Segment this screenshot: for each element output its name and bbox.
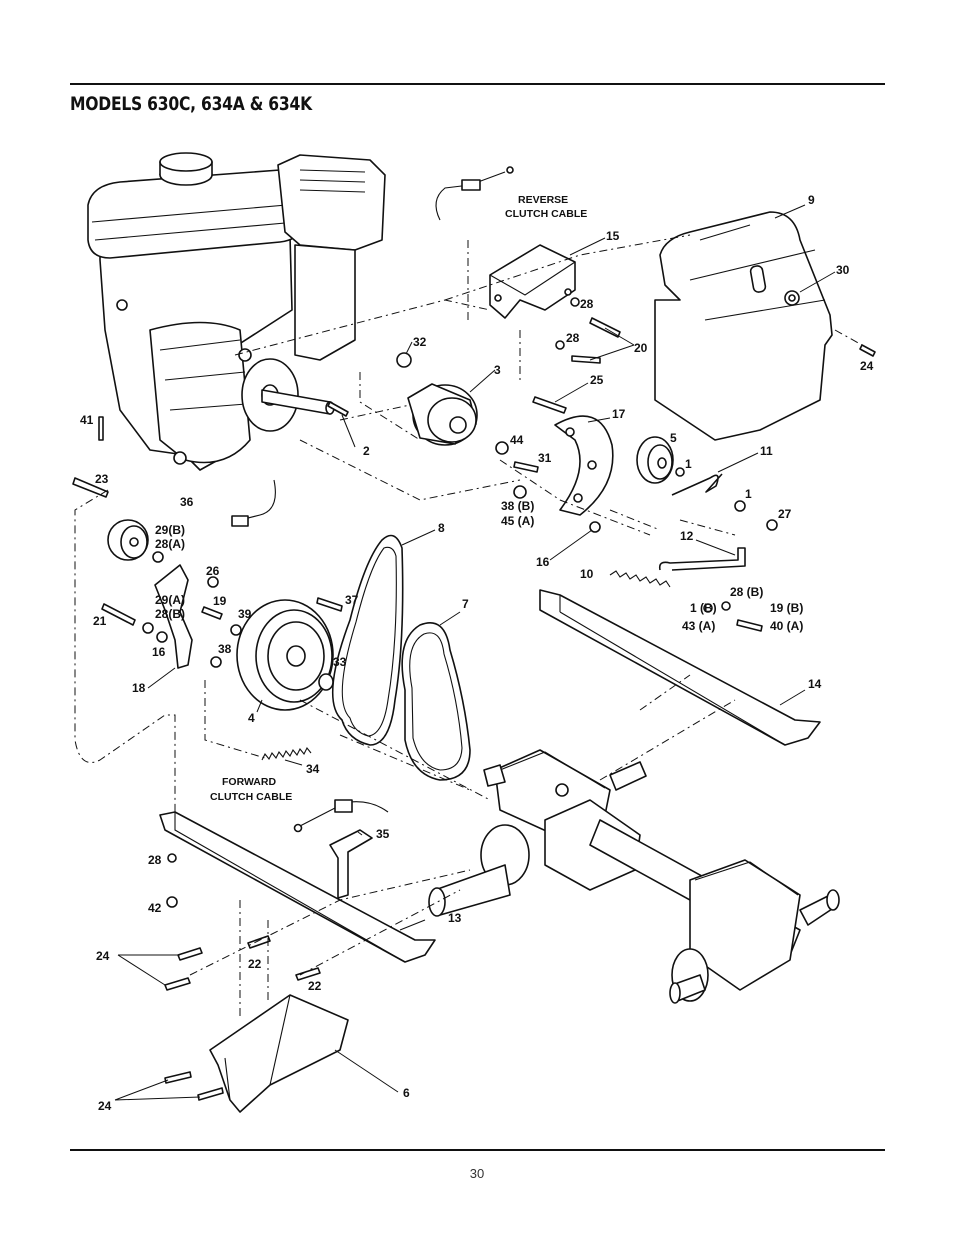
clutch-spring xyxy=(261,746,312,761)
callout-14: 14 xyxy=(808,677,822,691)
callout-30: 30 xyxy=(836,263,850,277)
drive-pulley xyxy=(236,599,334,711)
idler-arm xyxy=(154,564,193,669)
callout-19: 19 xyxy=(213,594,227,608)
callout-6: 6 xyxy=(403,1086,410,1100)
callout-33: 33 xyxy=(333,655,347,669)
callout-29b: 29(B) xyxy=(155,523,185,537)
callout-36: 36 xyxy=(180,495,194,509)
callout-37: 37 xyxy=(345,593,359,607)
spring xyxy=(609,570,671,588)
callout-35: 35 xyxy=(376,827,390,841)
bottom-rule xyxy=(70,1149,885,1151)
engine xyxy=(87,152,386,471)
callout-38b: 38 (B) xyxy=(501,499,534,513)
callout-4: 4 xyxy=(248,711,255,725)
callout-31: 31 xyxy=(538,451,552,465)
callout-28b: 28(B) xyxy=(155,607,185,621)
callout-8: 8 xyxy=(438,521,445,535)
callout-17: 17 xyxy=(612,407,626,421)
callout-11: 11 xyxy=(760,444,773,458)
page-title: MODELS 630C, 634A & 634K xyxy=(70,93,312,115)
callout-27: 27 xyxy=(778,507,792,521)
callout-15: 15 xyxy=(606,229,620,243)
belt-cover xyxy=(654,211,833,441)
transmission xyxy=(428,749,840,1004)
reverse-idler-pulley xyxy=(636,436,674,484)
drag-shield xyxy=(209,994,349,1113)
callout-40a: 40 (A) xyxy=(770,619,803,633)
assembly-lines xyxy=(74,234,863,1020)
callout-45a: 45 (A) xyxy=(501,514,534,528)
callout-20: 20 xyxy=(634,341,648,355)
top-rule xyxy=(70,83,885,85)
callout-21: 21 xyxy=(93,614,107,628)
reverse-clutch-cable xyxy=(435,166,514,221)
control-rod xyxy=(658,547,746,571)
cable-captions: REVERSE CLUTCH CABLE FORWARD CLUTCH CABL… xyxy=(210,194,587,803)
callout-26: 26 xyxy=(206,564,220,578)
callout-34: 34 xyxy=(306,762,320,776)
callout-25: 25 xyxy=(590,373,604,387)
callout-5: 5 xyxy=(670,431,677,445)
belt-8 xyxy=(331,534,404,746)
engine-cable xyxy=(231,479,276,527)
idler-pulley xyxy=(107,519,149,561)
callout-41: 41 xyxy=(80,413,94,427)
callout-29a: 29(A) xyxy=(155,593,185,607)
callout-24: 24 xyxy=(860,359,874,373)
callout-16: 16 xyxy=(152,645,166,659)
washer xyxy=(318,673,334,691)
forward-cable-caption-line2: CLUTCH CABLE xyxy=(210,791,292,803)
callout-16: 16 xyxy=(536,555,550,569)
callout-28: 28 xyxy=(148,853,162,867)
callout-13: 13 xyxy=(448,911,462,925)
callout-43a: 43 (A) xyxy=(682,619,715,633)
callout-12: 12 xyxy=(680,529,694,543)
callout-2: 2 xyxy=(363,444,370,458)
idler-bracket xyxy=(554,415,614,516)
callout-38: 38 xyxy=(218,642,232,656)
cable-bracket xyxy=(489,244,576,319)
callout-19b: 19 (B) xyxy=(770,601,803,615)
cable-mount-bracket xyxy=(329,829,373,899)
callout-39: 39 xyxy=(238,607,252,621)
callout-18: 18 xyxy=(132,681,146,695)
callout-28: 28 xyxy=(580,297,594,311)
callout-1: 1 xyxy=(685,457,692,471)
reverse-cable-caption-line1: REVERSE xyxy=(518,194,568,206)
callout-22: 22 xyxy=(308,979,322,993)
callout-28b: 28 (B) xyxy=(730,585,763,599)
callout-7: 7 xyxy=(462,597,469,611)
callout-1b: 1 (B) xyxy=(690,601,717,615)
frame-rail-right xyxy=(539,589,821,746)
page-number: 30 xyxy=(469,1166,485,1181)
callout-32: 32 xyxy=(413,335,427,349)
callout-23: 23 xyxy=(95,472,109,486)
frame-rail-left xyxy=(159,811,436,963)
callout-28a: 28(A) xyxy=(155,537,185,551)
callout-1: 1 xyxy=(745,487,752,501)
callout-10: 10 xyxy=(580,567,594,581)
callouts: 9 30 24 15 28 28 20 32 3 25 17 41 2 44 3… xyxy=(80,193,874,1113)
hardware xyxy=(72,297,876,1101)
callout-3: 3 xyxy=(494,363,501,377)
callout-44: 44 xyxy=(510,433,524,447)
callout-22: 22 xyxy=(248,957,262,971)
reverse-rod xyxy=(671,473,723,496)
belt-7 xyxy=(401,622,471,781)
callout-28: 28 xyxy=(566,331,580,345)
callout-24: 24 xyxy=(98,1099,112,1113)
forward-cable-caption-line1: FORWARD xyxy=(222,776,276,788)
callout-42: 42 xyxy=(148,901,162,915)
callout-9: 9 xyxy=(808,193,815,207)
engine-pulley xyxy=(407,383,478,446)
reverse-cable-caption-line2: CLUTCH CABLE xyxy=(505,208,587,220)
forward-clutch-cable xyxy=(293,799,389,833)
callout-24: 24 xyxy=(96,949,110,963)
leader-lines xyxy=(114,204,836,1101)
